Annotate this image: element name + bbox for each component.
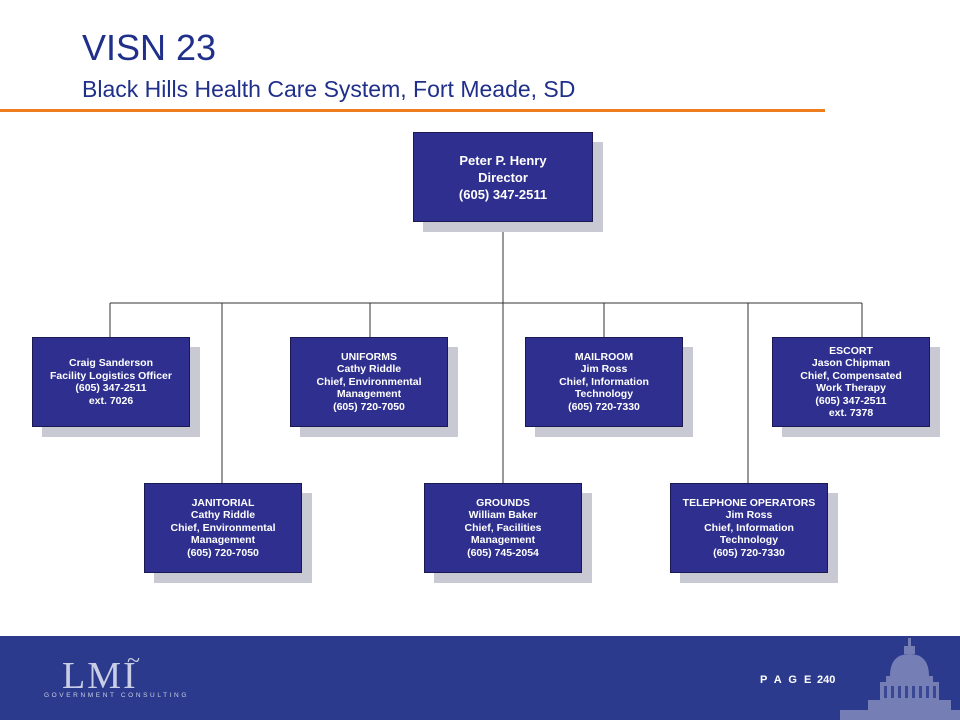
box-line: Cathy Riddle xyxy=(190,509,256,522)
box-line: (605) 720-7050 xyxy=(333,400,405,413)
director-title: Director xyxy=(478,169,528,185)
org-box-sanderson: Craig Sanderson Facility Logistics Offic… xyxy=(32,337,190,427)
box-line: (605) 720-7330 xyxy=(713,546,785,559)
box-line: UNIFORMS xyxy=(341,350,397,363)
box-line: Technology xyxy=(719,534,779,547)
org-connectors xyxy=(109,222,863,483)
box-line: Jason Chipman xyxy=(811,357,891,369)
box-line: (605) 347-2511 xyxy=(75,382,147,394)
box-line: Chief, Facilities xyxy=(464,521,542,534)
org-box-mailroom: MAILROOM Jim Ross Chief, Information Tec… xyxy=(525,337,683,427)
capitol-dome-icon xyxy=(840,638,960,720)
slide-title: VISN 23 xyxy=(82,27,217,68)
box-line: ext. 7378 xyxy=(828,407,874,419)
page-number: 240 xyxy=(817,674,836,686)
logo-tilde-mark: ~ xyxy=(127,648,140,674)
lmi-logo: LMI xyxy=(62,655,138,697)
director-phone: (605) 347-2511 xyxy=(458,186,548,202)
box-line: Facility Logistics Officer xyxy=(50,369,172,382)
box-line: Jim Ross xyxy=(580,363,628,376)
box-line: Jim Ross xyxy=(725,509,773,522)
slide-subtitle: Black Hills Health Care System, Fort Mea… xyxy=(82,76,576,102)
title-rule xyxy=(0,109,825,112)
page-label: P A G E xyxy=(760,674,814,686)
box-line: Management xyxy=(336,388,402,401)
box-line: TELEPHONE OPERATORS xyxy=(682,496,816,509)
box-line: ESCORT xyxy=(829,344,873,357)
box-line: William Baker xyxy=(468,509,538,522)
box-line: (605) 720-7050 xyxy=(187,546,259,559)
lmi-logo-subtitle: GOVERNMENT CONSULTING xyxy=(44,692,190,699)
box-line: Cathy Riddle xyxy=(336,363,402,376)
box-line: ext. 7026 xyxy=(88,394,134,407)
org-box-director: Peter P. Henry Director (605) 347-2511 xyxy=(413,132,593,222)
box-line: Chief, Environmental xyxy=(316,375,422,388)
box-line: GROUNDS xyxy=(476,496,530,509)
org-box-telephone-operators: TELEPHONE OPERATORS Jim Ross Chief, Info… xyxy=(670,483,828,573)
box-line: Management xyxy=(190,534,256,547)
org-box-grounds: GROUNDS William Baker Chief, Facilities … xyxy=(424,483,582,573)
box-line: (605) 720-7330 xyxy=(568,400,640,413)
org-box-uniforms: UNIFORMS Cathy Riddle Chief, Environment… xyxy=(290,337,448,427)
org-box-janitorial: JANITORIAL Cathy Riddle Chief, Environme… xyxy=(144,483,302,573)
director-name: Peter P. Henry xyxy=(459,152,547,168)
box-line: Craig Sanderson xyxy=(68,357,154,369)
box-line: Work Therapy xyxy=(816,382,886,394)
box-line: Technology xyxy=(574,388,634,401)
footer-bar: LMI ~ GOVERNMENT CONSULTING P A G E 240 xyxy=(0,636,960,720)
box-line: Chief, Information xyxy=(704,521,794,534)
box-line: Chief, Information xyxy=(559,375,649,388)
box-line: MAILROOM xyxy=(574,350,634,363)
box-line: (605) 745-2054 xyxy=(467,546,539,559)
box-line: Chief, Environmental xyxy=(170,521,276,534)
box-line: JANITORIAL xyxy=(191,496,255,509)
box-line: Management xyxy=(470,534,536,547)
box-line: Chief, Compensated xyxy=(800,369,902,382)
box-line: (605) 347-2511 xyxy=(815,394,887,407)
org-box-escort: ESCORT Jason Chipman Chief, Compensated … xyxy=(772,337,930,427)
